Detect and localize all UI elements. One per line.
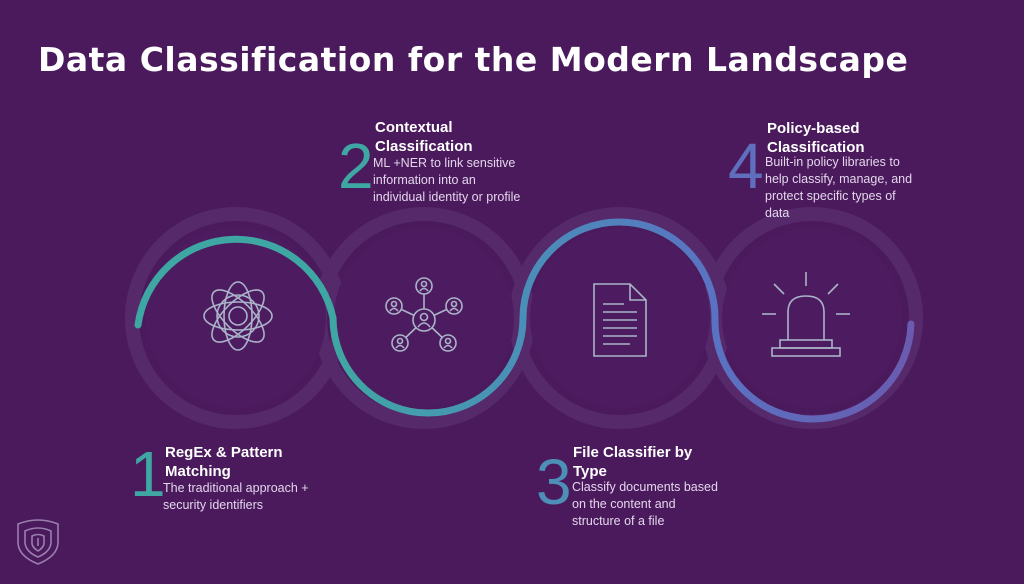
- step-3-number: 3: [536, 446, 572, 518]
- step-3-description: Classify documents based on the content …: [572, 480, 718, 528]
- step-3-heading: File Classifier by Type: [573, 444, 693, 480]
- arc-3: [519, 218, 719, 322]
- step-4-description: Built-in policy libraries to help classi…: [765, 155, 913, 220]
- document-icon: [593, 283, 647, 357]
- step-2-heading: Contextual Classification: [375, 119, 473, 155]
- alarm-light-icon: [762, 272, 850, 357]
- flow-path: [134, 218, 915, 423]
- step-2-number: 2: [338, 130, 374, 202]
- network-people-icon: [385, 277, 463, 352]
- step-4-number: 4: [728, 130, 764, 202]
- step-2-description: ML +NER to link sensitive information in…: [373, 156, 521, 204]
- page-title: Data Classification for the Modern Lands…: [38, 40, 909, 79]
- fingerprint-shield-icon: [17, 519, 59, 565]
- arc-2: [329, 314, 527, 417]
- step-1-description: The traditional approach + security iden…: [163, 481, 309, 512]
- step-1-number: 1: [130, 438, 166, 510]
- flower-pattern-icon: [203, 281, 273, 351]
- step-1-heading: RegEx & Pattern Matching: [165, 444, 283, 480]
- step-4-heading: Policy-based Classification: [767, 120, 865, 156]
- arc-4: [711, 314, 915, 423]
- arc-1: [134, 235, 337, 329]
